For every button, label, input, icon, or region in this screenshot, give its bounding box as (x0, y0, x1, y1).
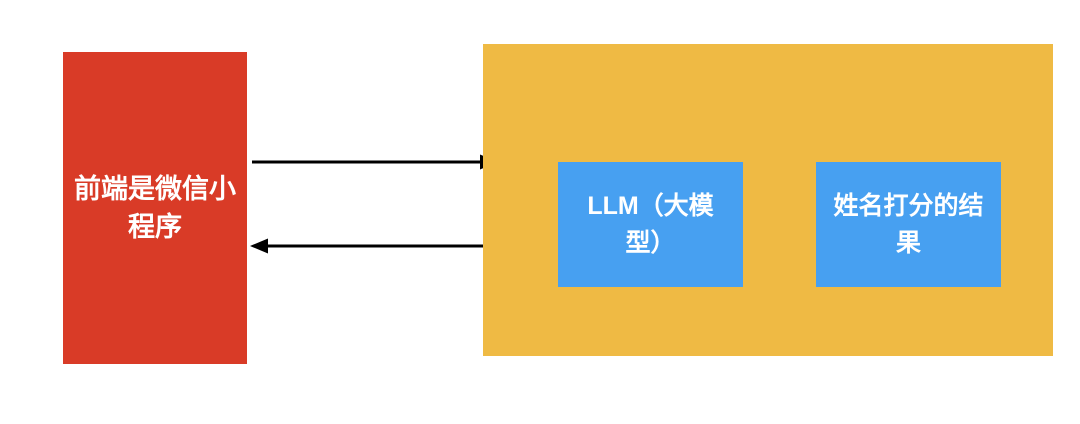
llm-box-label-line1: LLM（大模 (587, 191, 714, 220)
arrow-backend-to-frontend-icon (250, 238, 487, 254)
backend-panel: LLM（大模 型） 姓名打分的结 果 (483, 44, 1053, 356)
result-box: 姓名打分的结 果 (816, 162, 1001, 287)
frontend-box: 前端是微信小 程序 (63, 52, 247, 364)
llm-box-label-line2: 型） (625, 228, 676, 257)
frontend-box-label-line1: 前端是微信小 (74, 174, 236, 204)
frontend-box-label-line2: 程序 (128, 212, 182, 242)
llm-box: LLM（大模 型） (558, 162, 743, 287)
result-box-label-line1: 姓名打分的结 (833, 191, 984, 220)
arrow-frontend-to-backend-icon (252, 154, 498, 170)
result-box-label-line2: 果 (895, 228, 921, 257)
